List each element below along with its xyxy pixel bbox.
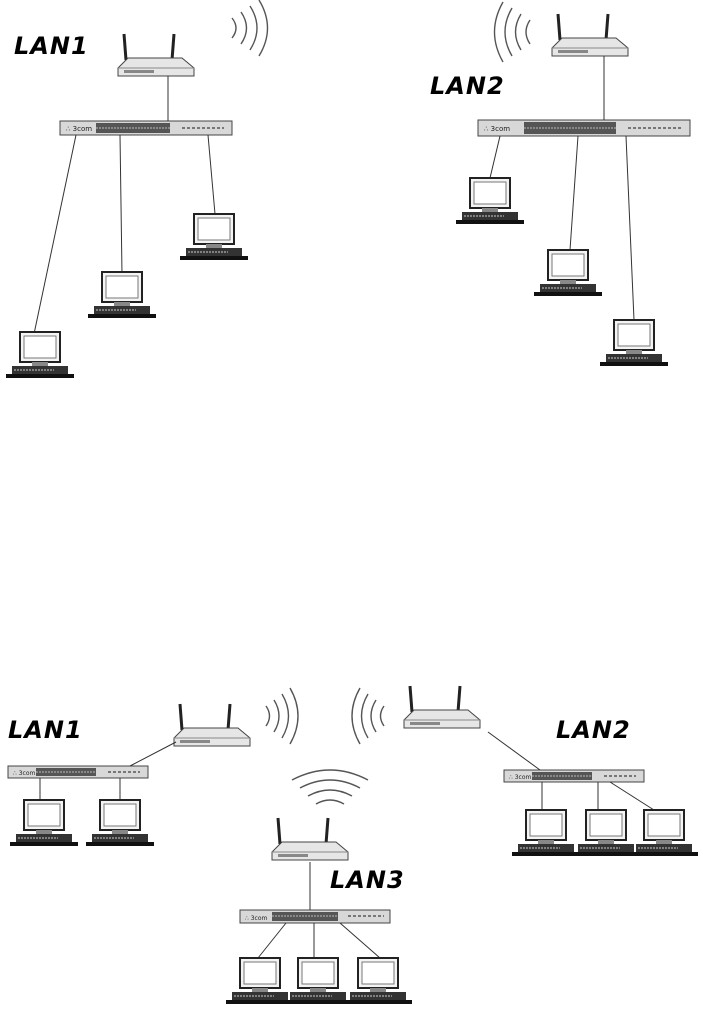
top-lan1-pc-1-icon [6,332,74,378]
bottom-lan2-pc-3-icon [630,810,698,856]
top-lan1-label: LAN1 [14,32,89,60]
top-lan2-pc-3-icon [600,320,668,366]
bottom-lan3-label: LAN3 [330,866,405,894]
svg-text:∴ 3com: ∴ 3com [484,125,510,133]
bottom-lan1-switch-icon [8,766,148,778]
top-lan1-pc-2-icon [88,272,156,318]
bottom-lan2-signal-icon [352,688,384,744]
bottom-lan1-label: LAN1 [8,716,83,744]
bottom-lan1-pc-2-icon [86,800,154,846]
bottom-lan3-pc-2-icon [284,958,352,1004]
top-lan2-pc-2-icon [534,250,602,296]
top-lan2-signal-icon [495,2,531,62]
bottom-lan1-signal-icon [266,688,298,744]
bottom-lan1-router-icon [174,704,250,746]
top-lan2-router-icon [552,14,628,56]
top-lan1-signal-icon [232,0,268,56]
svg-text:∴ 3com: ∴ 3com [66,125,92,133]
top-lan1-pc-3-icon [180,214,248,260]
svg-text:∴ 3com: ∴ 3com [245,915,268,922]
top-lan1-router-icon [118,34,194,76]
bottom-lan2-pc-2-icon [572,810,640,856]
bottom-lan2-router-icon [404,686,480,728]
bottom-lan2-switch-icon [504,770,644,782]
bottom-lan2-label: LAN2 [556,716,631,744]
bottom-lan3-router-icon [272,818,348,860]
bottom-lan3-signal-icon [292,770,368,804]
bottom-lan3-pc-3-icon [344,958,412,1004]
bottom-lan3-pc-1-icon [226,958,294,1004]
top-figure: LAN1 LAN2 ∴ 3com [6,0,690,378]
bottom-figure: LAN1 LAN2 LAN3 [8,686,698,1004]
top-lan2-label: LAN2 [430,72,505,100]
bottom-lan2-pc-1-icon [512,810,580,856]
bottom-lan1-pc-1-icon [10,800,78,846]
top-lan2-pc-1-icon [456,178,524,224]
